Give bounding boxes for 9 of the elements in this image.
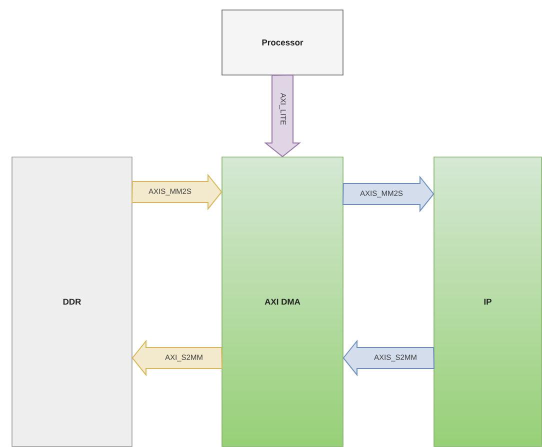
block-arrow [132,340,222,376]
block-arrow [132,174,222,210]
ip-block: IP [434,156,542,447]
block-arrow [264,74,301,158]
memory-block: DDR [12,156,132,447]
block-arrow [342,176,434,212]
processor-box: Processor [222,10,344,76]
dma-block: AXI DMA [222,156,344,447]
block-arrow [342,340,434,376]
